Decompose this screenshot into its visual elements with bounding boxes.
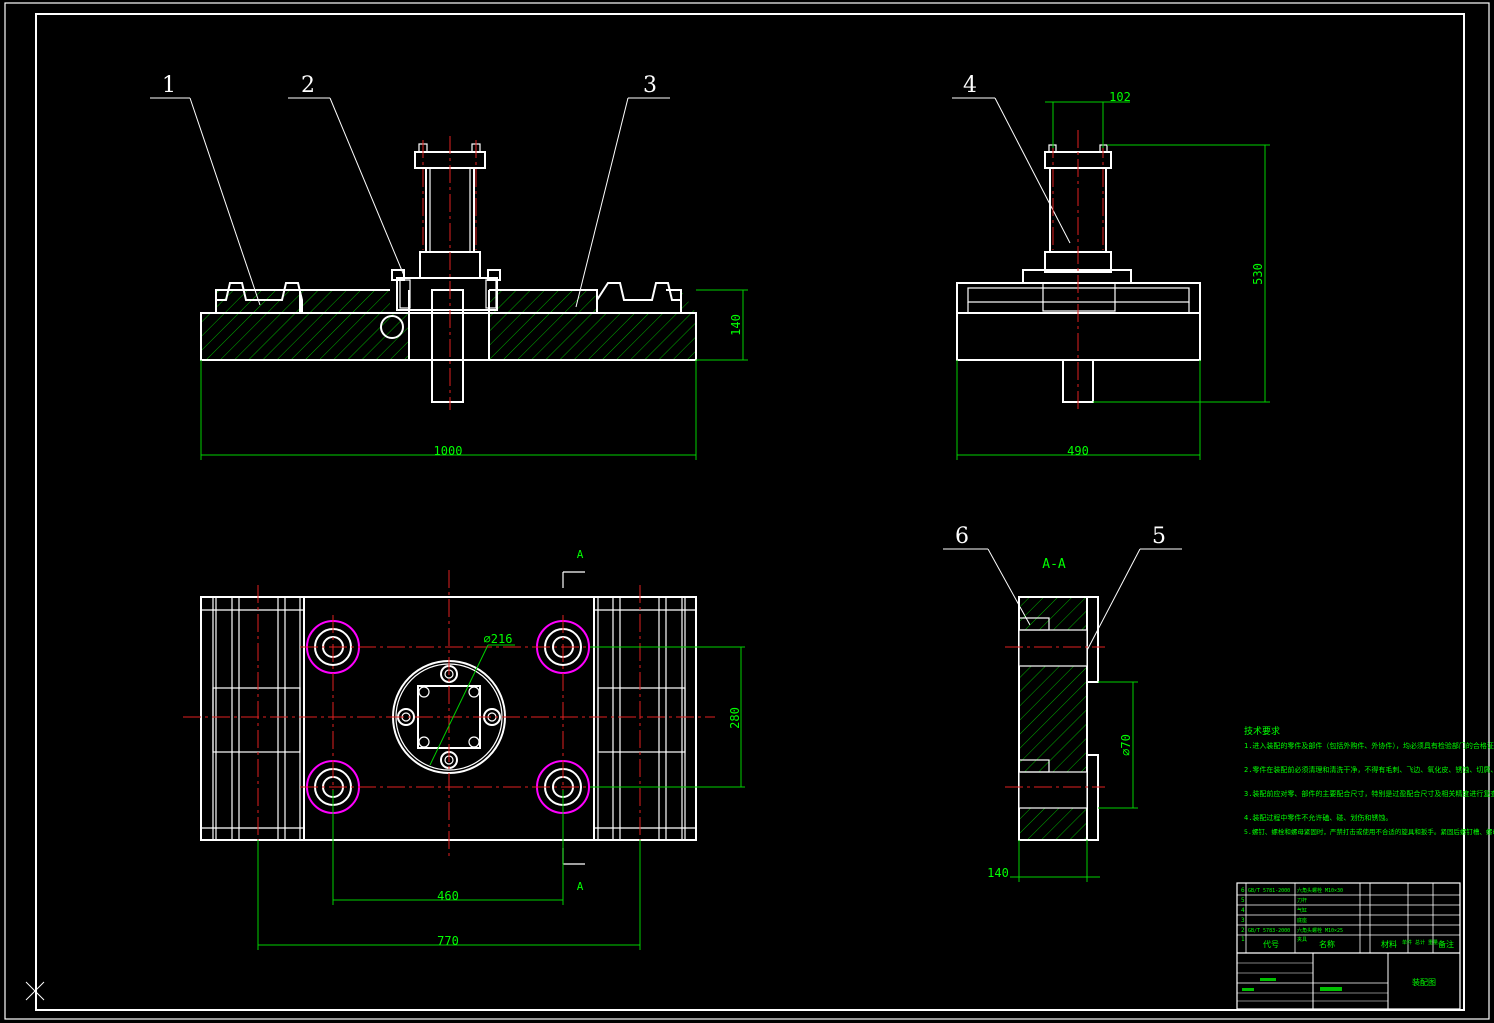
leaders: [150, 97, 1182, 661]
dim-side-width: 490: [1067, 444, 1089, 458]
dim-section-width: 140: [987, 866, 1009, 880]
section-mark-top: A: [577, 548, 584, 561]
outer-frame: [4, 2, 1490, 1020]
note-2: 2.零件在装配前必须清理和清洗干净，不得有毛刺、飞边、氧化皮、锈蚀、切屑、油污、…: [1244, 765, 1494, 774]
tb-col-code: 代号: [1263, 939, 1279, 949]
title-block: [1236, 882, 1461, 1010]
tb-row-4-no: 3: [1241, 917, 1245, 924]
tb-row-2-no: 5: [1241, 897, 1245, 904]
tb-row-1-no: 6: [1241, 887, 1245, 894]
tb-col-name: 名称: [1319, 939, 1335, 949]
dim-front-height: 140: [729, 314, 743, 336]
dim-side-height: 530: [1251, 263, 1265, 285]
tb-row-6-name: 夹具: [1297, 936, 1307, 943]
tb-row-1-code: GB/T 5781-2000: [1248, 888, 1290, 894]
dim-front-width: 1000: [434, 444, 463, 458]
tb-col-material: 材料: [1381, 939, 1397, 949]
section-view: [1005, 596, 1138, 882]
balloon-2: 2: [301, 73, 315, 98]
section-title: A-A: [1042, 557, 1066, 572]
side-view: [956, 101, 1270, 460]
dim-top-height: 280: [728, 707, 742, 729]
tb-col-note: 备注: [1438, 939, 1454, 949]
dim-top-outer: 770: [437, 934, 459, 948]
balloon-6: 6: [955, 524, 969, 549]
corner-mark: [25, 981, 45, 1001]
dim-section-dia: ⌀70: [1119, 734, 1133, 756]
top-view: [183, 570, 745, 950]
tb-row-2-name: 刀杆: [1297, 897, 1307, 904]
tb-row-3-no: 4: [1241, 907, 1245, 914]
front-view: [200, 136, 748, 460]
section-mark-bottom: A: [577, 880, 584, 893]
balloon-1: 1: [162, 73, 176, 98]
balloon-4: 4: [963, 73, 977, 98]
dim-top-inner: 460: [437, 889, 459, 903]
dim-top-dia: ⌀216: [484, 632, 513, 646]
note-1: 1.进入装配的零件及部件（包括外购件、外协件），均必须具有检验部门的合格证方能进…: [1244, 741, 1494, 750]
tb-row-5-code: GB/T 5783-2000: [1248, 928, 1290, 934]
note-4: 4.装配过程中零件不允许磕、碰、划伤和锈蚀。: [1244, 813, 1392, 822]
tb-row-3-name: 气缸: [1297, 907, 1307, 914]
dim-side-top: 102: [1109, 90, 1131, 104]
balloon-5: 5: [1152, 524, 1166, 549]
tb-row-5-name: 六角头螺栓 M10×25: [1297, 927, 1343, 934]
tb-row-4-name: 底座: [1297, 917, 1307, 924]
inner-frame: [35, 13, 1465, 1011]
tb-row-6-no: 1: [1241, 936, 1245, 943]
balloon-3: 3: [643, 73, 657, 98]
tb-row-1-name: 六角头螺栓 M10×30: [1297, 887, 1343, 894]
note-3: 3.装配前应对零、部件的主要配合尺寸，特别是过盈配合尺寸及相关精度进行复查。: [1244, 789, 1494, 798]
notes-title: 技术要求: [1244, 725, 1280, 737]
tb-col-weight: 单件 总计 重量: [1402, 939, 1438, 946]
tb-row-5-no: 2: [1241, 927, 1245, 934]
tb-drawing-name: 装配图: [1412, 977, 1436, 987]
note-5: 5.螺钉、螺栓和螺母紧固时，严禁打击或使用不合适的旋具和扳手。紧固后螺钉槽、螺母…: [1244, 827, 1494, 836]
